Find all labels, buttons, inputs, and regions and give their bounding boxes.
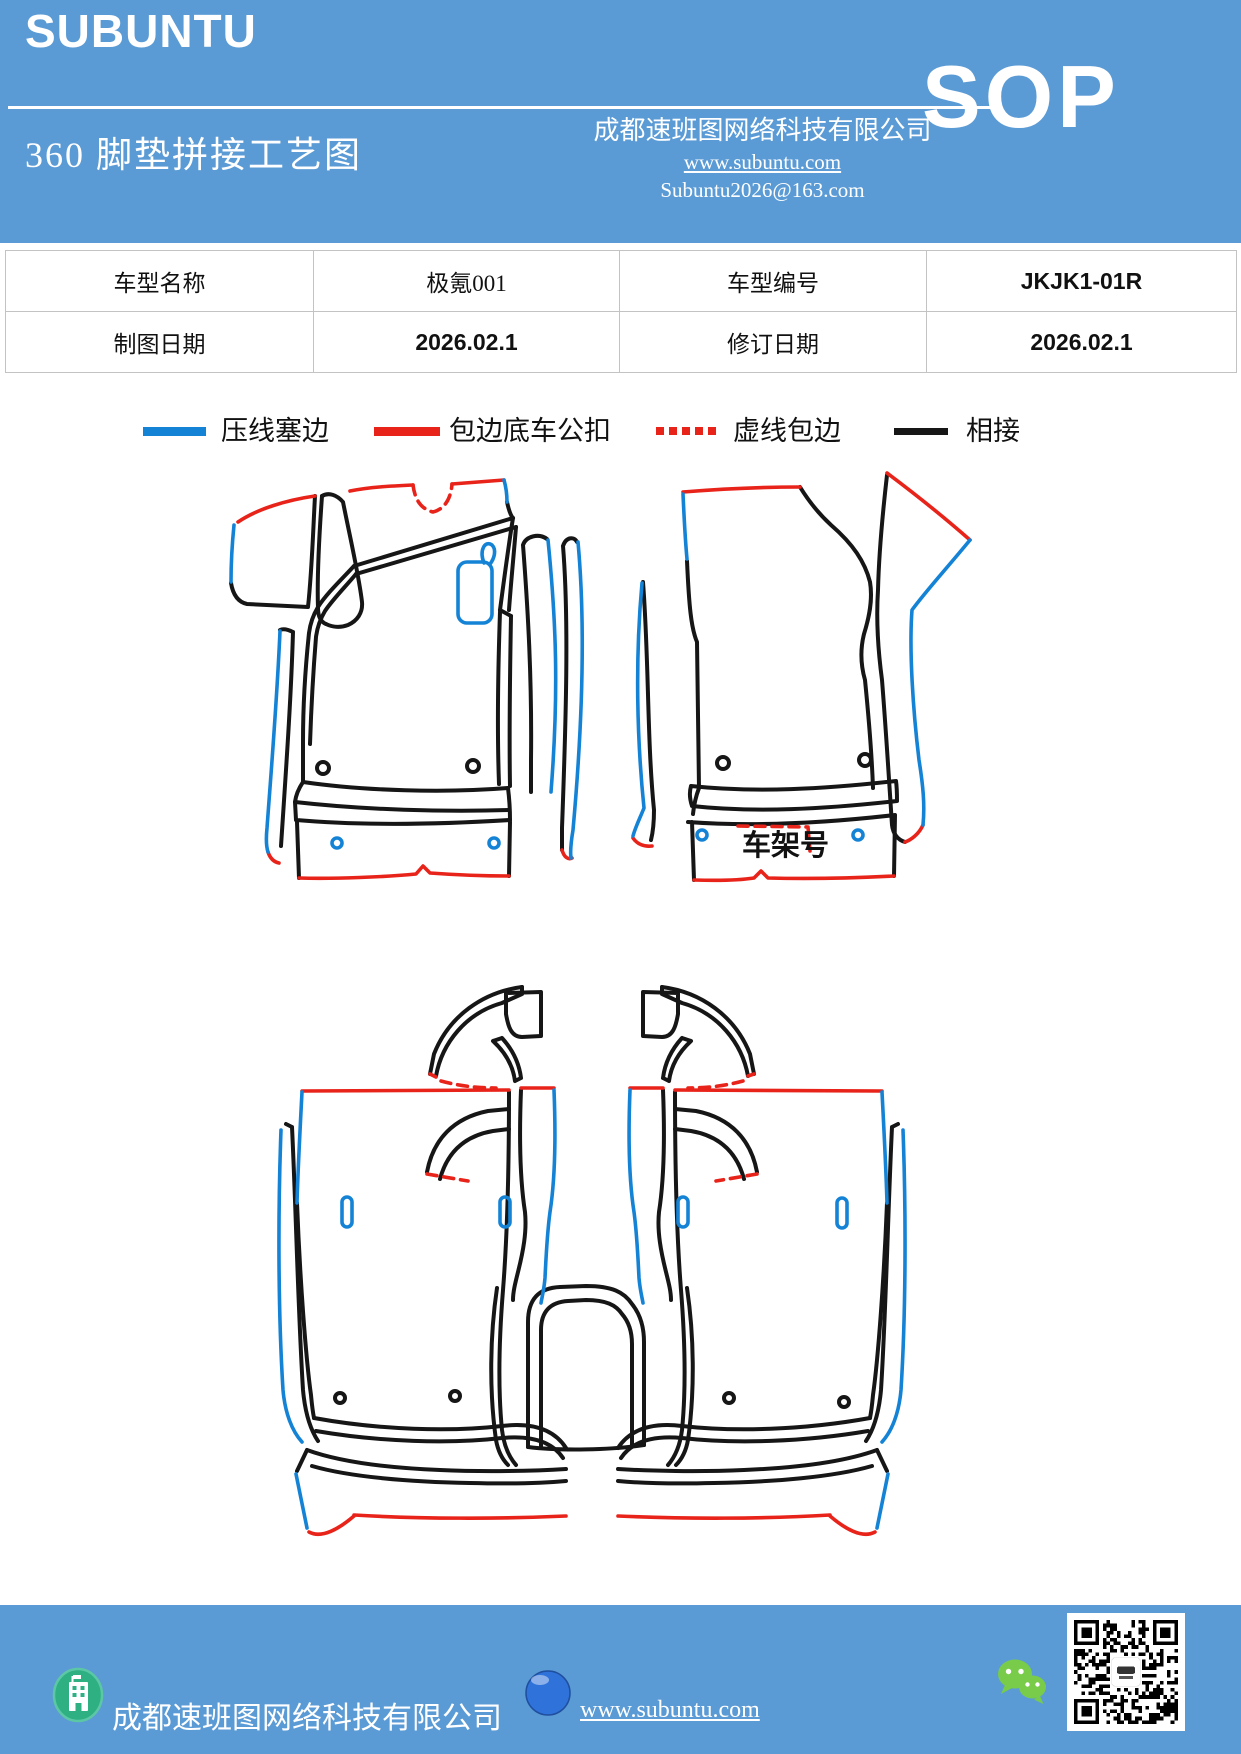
footer-band: 成都速班图网络科技有限公司 www.subuntu.com — [0, 1605, 1241, 1754]
revise-date-value: 2026.02.1 — [926, 311, 1237, 373]
legend-label: 相接 — [966, 416, 1020, 446]
globe-icon — [525, 1670, 571, 1716]
legend-swatch-red — [374, 427, 440, 436]
table-row: 车型名称 极氪001 车型编号 JKJK1-01R — [5, 250, 1237, 312]
rear-mats-blue-edges — [277, 1088, 907, 1530]
draw-date-value: 2026.02.1 — [313, 311, 620, 373]
rear-mats-red-edges — [300, 1072, 884, 1536]
footer-website-link[interactable]: www.subuntu.com — [580, 1697, 760, 1723]
line-legend: 压线塞边 包边底车公扣 虚线包边 相接 — [0, 408, 1241, 454]
legend-swatch-red-dashed — [656, 427, 720, 435]
rear-mats-diagram — [277, 985, 907, 1536]
header-band: SUBUNTU 360 脚垫拼接工艺图 成都速班图网络科技有限公司 www.su… — [0, 0, 1241, 243]
legend-swatch-blue — [143, 427, 206, 436]
model-name-label: 车型名称 — [5, 250, 314, 312]
legend-swatch-black — [894, 428, 948, 435]
header-email: Subuntu2026@163.com — [660, 178, 865, 202]
legend-label: 虚线包边 — [733, 416, 841, 446]
rear-mats-outline — [284, 985, 900, 1486]
table-row: 制图日期 2026.02.1 修订日期 2026.02.1 — [5, 311, 1237, 373]
legend-label: 压线塞边 — [221, 416, 329, 446]
legend-label: 包边底车公扣 — [449, 416, 611, 446]
company-building-icon — [52, 1667, 104, 1723]
footer-company-name: 成都速班图网络科技有限公司 — [112, 1702, 502, 1735]
rear-mats-dashed-edges — [425, 1079, 759, 1183]
revise-date-label: 修订日期 — [619, 311, 927, 373]
header-divider — [8, 106, 996, 109]
model-code-value: JKJK1-01R — [926, 250, 1237, 312]
wechat-icon — [998, 1659, 1046, 1704]
front-mats-diagram: 车架号 — [229, 471, 972, 883]
qr-code — [1067, 1613, 1185, 1731]
front-mats-blue-edges — [229, 478, 972, 860]
brand-logo: SUBUNTU — [25, 5, 257, 57]
draw-date-label: 制图日期 — [5, 311, 314, 373]
sop-badge: SOP — [922, 47, 1120, 146]
vin-label: 车架号 — [742, 828, 829, 862]
header-company-name: 成都速班图网络科技有限公司 — [593, 116, 932, 145]
header-website-link[interactable]: www.subuntu.com — [683, 150, 842, 174]
model-code-label: 车型编号 — [619, 250, 927, 312]
page-title: 360 脚垫拼接工艺图 — [25, 135, 363, 175]
front-mats-dashed-edges — [411, 482, 812, 853]
model-name-value: 极氪001 — [313, 250, 620, 312]
vehicle-info-table: 车型名称 极氪001 车型编号 JKJK1-01R 制图日期 2026.02.1… — [5, 250, 1237, 373]
front-mats-red-edges — [236, 471, 972, 883]
front-mats-outline — [229, 473, 907, 882]
